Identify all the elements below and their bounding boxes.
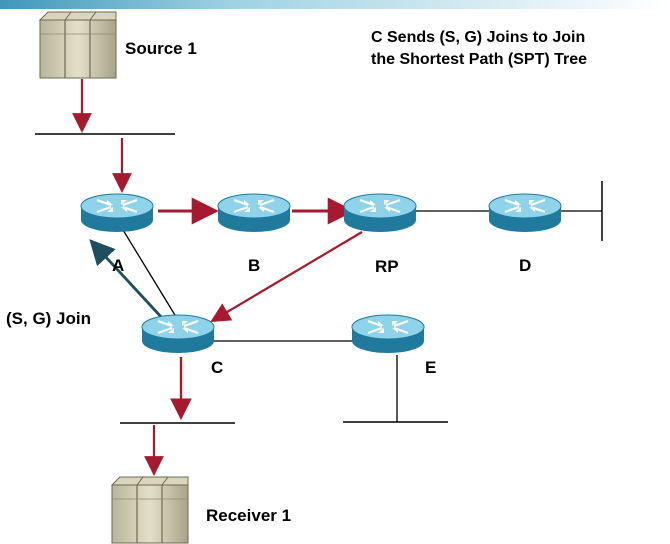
- receiver-label: Receiver 1: [206, 506, 291, 525]
- router-d-label: D: [519, 256, 531, 275]
- receiver-server-icon[interactable]: [111, 476, 189, 544]
- join-arrow-c-to-a: [89, 239, 165, 320]
- router-e-label: E: [425, 358, 436, 377]
- router-c-icon[interactable]: [140, 313, 216, 355]
- link-a-c: [119, 224, 179, 321]
- join-annotation: (S, G) Join: [6, 309, 91, 328]
- title-line-1: C Sends (S, G) Joins to Join: [371, 29, 585, 46]
- source-label: Source 1: [125, 39, 197, 58]
- router-a-icon[interactable]: [79, 192, 155, 234]
- source-server-icon[interactable]: [39, 11, 117, 79]
- router-b-label: B: [248, 256, 260, 275]
- router-d-icon[interactable]: [487, 192, 563, 234]
- title-line-2: the Shortest Path (SPT) Tree: [371, 51, 587, 68]
- router-b-icon[interactable]: [216, 192, 292, 234]
- router-a-label: A: [112, 256, 124, 275]
- router-e-icon[interactable]: [350, 313, 426, 355]
- header-bar: [0, 0, 670, 9]
- router-c-label: C: [211, 358, 223, 377]
- router-rp-icon[interactable]: [342, 192, 418, 234]
- router-rp-label: RP: [375, 257, 399, 276]
- arrow-rp-to-c: [210, 231, 363, 323]
